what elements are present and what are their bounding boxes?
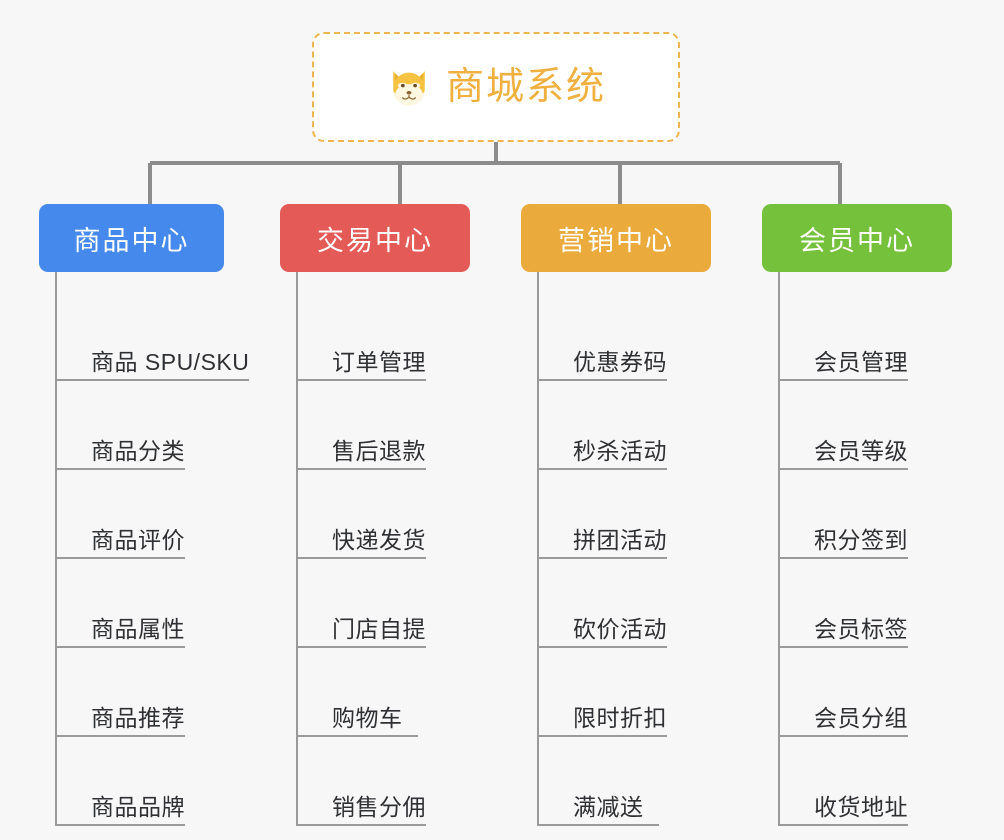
leaf-item[interactable]: 商品分类: [57, 381, 185, 470]
leaf-item[interactable]: 优惠券码: [539, 292, 667, 381]
branch-header-label: 交易中心: [317, 225, 433, 256]
branch-column-marketing-center: 营销中心 优惠券码 秒杀活动 拼团活动 砍价活动 限时折扣 满减送: [521, 204, 740, 826]
leaf-item-label: 会员标签: [814, 615, 908, 642]
leaf-item[interactable]: 秒杀活动: [539, 381, 667, 470]
branch-header-label: 营销中心: [558, 225, 674, 256]
leaf-item-label: 收货地址: [814, 793, 908, 820]
leaf-item[interactable]: 售后退款: [298, 381, 426, 470]
leaf-item[interactable]: 会员标签: [780, 559, 908, 648]
leaf-item-label: 门店自提: [332, 615, 426, 642]
leaf-item[interactable]: 商品 SPU/SKU: [57, 292, 250, 381]
leaf-item[interactable]: 商品推荐: [57, 648, 185, 737]
leaf-item[interactable]: 砍价活动: [539, 559, 667, 648]
branch-header-label: 会员中心: [799, 225, 915, 256]
leaf-item[interactable]: 会员等级: [780, 381, 908, 470]
leaf-item-label: 砍价活动: [573, 615, 667, 642]
branch-header-transaction-center[interactable]: 交易中心: [280, 204, 470, 272]
leaf-item-label: 拼团活动: [573, 526, 667, 553]
leaf-item-label: 限时折扣: [573, 704, 667, 731]
leaf-item[interactable]: 拼团活动: [539, 470, 667, 559]
branch-column-product-center: 商品中心 商品 SPU/SKU 商品分类 商品评价 商品属性 商品推荐 商品品牌: [39, 204, 258, 826]
leaf-item-label: 满减送: [573, 793, 644, 820]
root-node-shopping-mall-system[interactable]: 商城系统: [312, 32, 680, 142]
leaf-list-product-center: 商品 SPU/SKU 商品分类 商品评价 商品属性 商品推荐 商品品牌: [55, 272, 258, 826]
leaf-item-label: 会员分组: [814, 704, 908, 731]
leaf-item-label: 快递发货: [332, 526, 426, 553]
leaf-item[interactable]: 会员分组: [780, 648, 908, 737]
leaf-item[interactable]: 积分签到: [780, 470, 908, 559]
leaf-item[interactable]: 快递发货: [298, 470, 426, 559]
leaf-list-marketing-center: 优惠券码 秒杀活动 拼团活动 砍价活动 限时折扣 满减送: [537, 272, 740, 826]
leaf-item[interactable]: 收货地址: [780, 737, 908, 826]
leaf-item-label: 秒杀活动: [573, 437, 667, 464]
leaf-item[interactable]: 订单管理: [298, 292, 426, 381]
shiba-dog-face-icon: [393, 71, 425, 106]
leaf-item-label: 商品分类: [91, 437, 185, 464]
leaf-item-label: 会员等级: [814, 437, 908, 464]
leaf-item[interactable]: 商品品牌: [57, 737, 185, 826]
leaf-item-label: 购物车: [332, 704, 403, 731]
root-node-label: 商城系统: [445, 66, 606, 108]
leaf-item-label: 会员管理: [814, 348, 908, 375]
leaf-item[interactable]: 购物车: [298, 648, 418, 737]
leaf-item[interactable]: 销售分佣: [298, 737, 426, 826]
leaf-item-label: 商品 SPU/SKU: [91, 348, 250, 375]
leaf-item-label: 订单管理: [332, 348, 426, 375]
branch-header-marketing-center[interactable]: 营销中心: [521, 204, 711, 272]
leaf-item-label: 商品推荐: [91, 704, 185, 731]
leaf-item-label: 商品评价: [91, 526, 185, 553]
leaf-item[interactable]: 商品评价: [57, 470, 185, 559]
leaf-list-transaction-center: 订单管理 售后退款 快递发货 门店自提 购物车 销售分佣: [296, 272, 499, 826]
branch-header-member-center[interactable]: 会员中心: [762, 204, 952, 272]
leaf-item[interactable]: 商品属性: [57, 559, 185, 648]
branch-column-transaction-center: 交易中心 订单管理 售后退款 快递发货 门店自提 购物车 销售分佣: [280, 204, 499, 826]
leaf-item-label: 商品品牌: [91, 793, 185, 820]
leaf-item-label: 商品属性: [91, 615, 185, 642]
leaf-item[interactable]: 会员管理: [780, 292, 908, 381]
branch-columns: 商品中心 商品 SPU/SKU 商品分类 商品评价 商品属性 商品推荐 商品品牌…: [0, 204, 1004, 826]
leaf-item-label: 积分签到: [814, 526, 908, 553]
leaf-item-label: 销售分佣: [332, 793, 426, 820]
leaf-item[interactable]: 满减送: [539, 737, 659, 826]
branch-column-member-center: 会员中心 会员管理 会员等级 积分签到 会员标签 会员分组 收货地址: [762, 204, 981, 826]
leaf-item-label: 优惠券码: [573, 348, 667, 375]
leaf-item-label: 售后退款: [332, 437, 426, 464]
branch-header-label: 商品中心: [73, 225, 190, 256]
leaf-list-member-center: 会员管理 会员等级 积分签到 会员标签 会员分组 收货地址: [778, 272, 981, 826]
branch-header-product-center[interactable]: 商品中心: [39, 204, 224, 272]
leaf-item[interactable]: 限时折扣: [539, 648, 667, 737]
leaf-item[interactable]: 门店自提: [298, 559, 426, 648]
